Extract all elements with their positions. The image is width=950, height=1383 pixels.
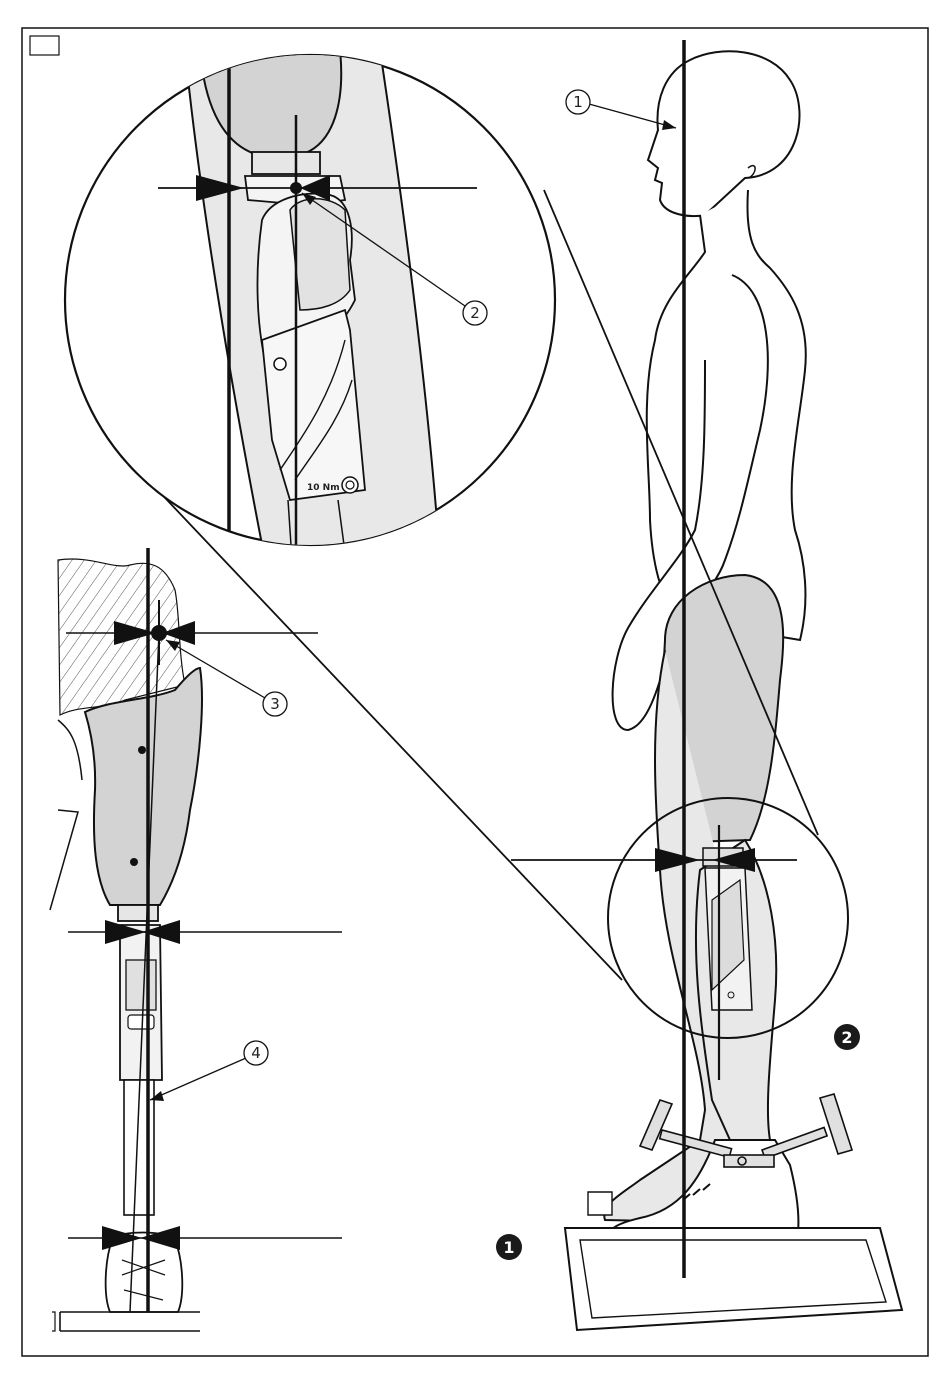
badge-1-label: 1 <box>503 1238 514 1257</box>
callout-1-label: 1 <box>573 93 583 111</box>
platform <box>565 1228 902 1330</box>
front-view <box>50 548 342 1331</box>
knee-axis-point <box>290 182 302 194</box>
badge-step-1: 1 <box>496 1234 522 1260</box>
badge-2-label: 2 <box>841 1028 852 1047</box>
figure-id-box <box>30 36 59 55</box>
hip-centre-point <box>151 625 167 641</box>
callout-4-label: 4 <box>251 1044 261 1062</box>
knee-torque-label: 10 Nm <box>307 483 340 493</box>
standing-figure <box>565 51 902 1330</box>
zoom-connector-lower <box>150 482 622 980</box>
badge-step-2: 2 <box>834 1024 860 1050</box>
head-outline <box>648 51 800 216</box>
callout-4: 4 <box>150 1041 268 1101</box>
callout-3-label: 3 <box>270 695 280 713</box>
callout-2-label: 2 <box>470 304 480 322</box>
